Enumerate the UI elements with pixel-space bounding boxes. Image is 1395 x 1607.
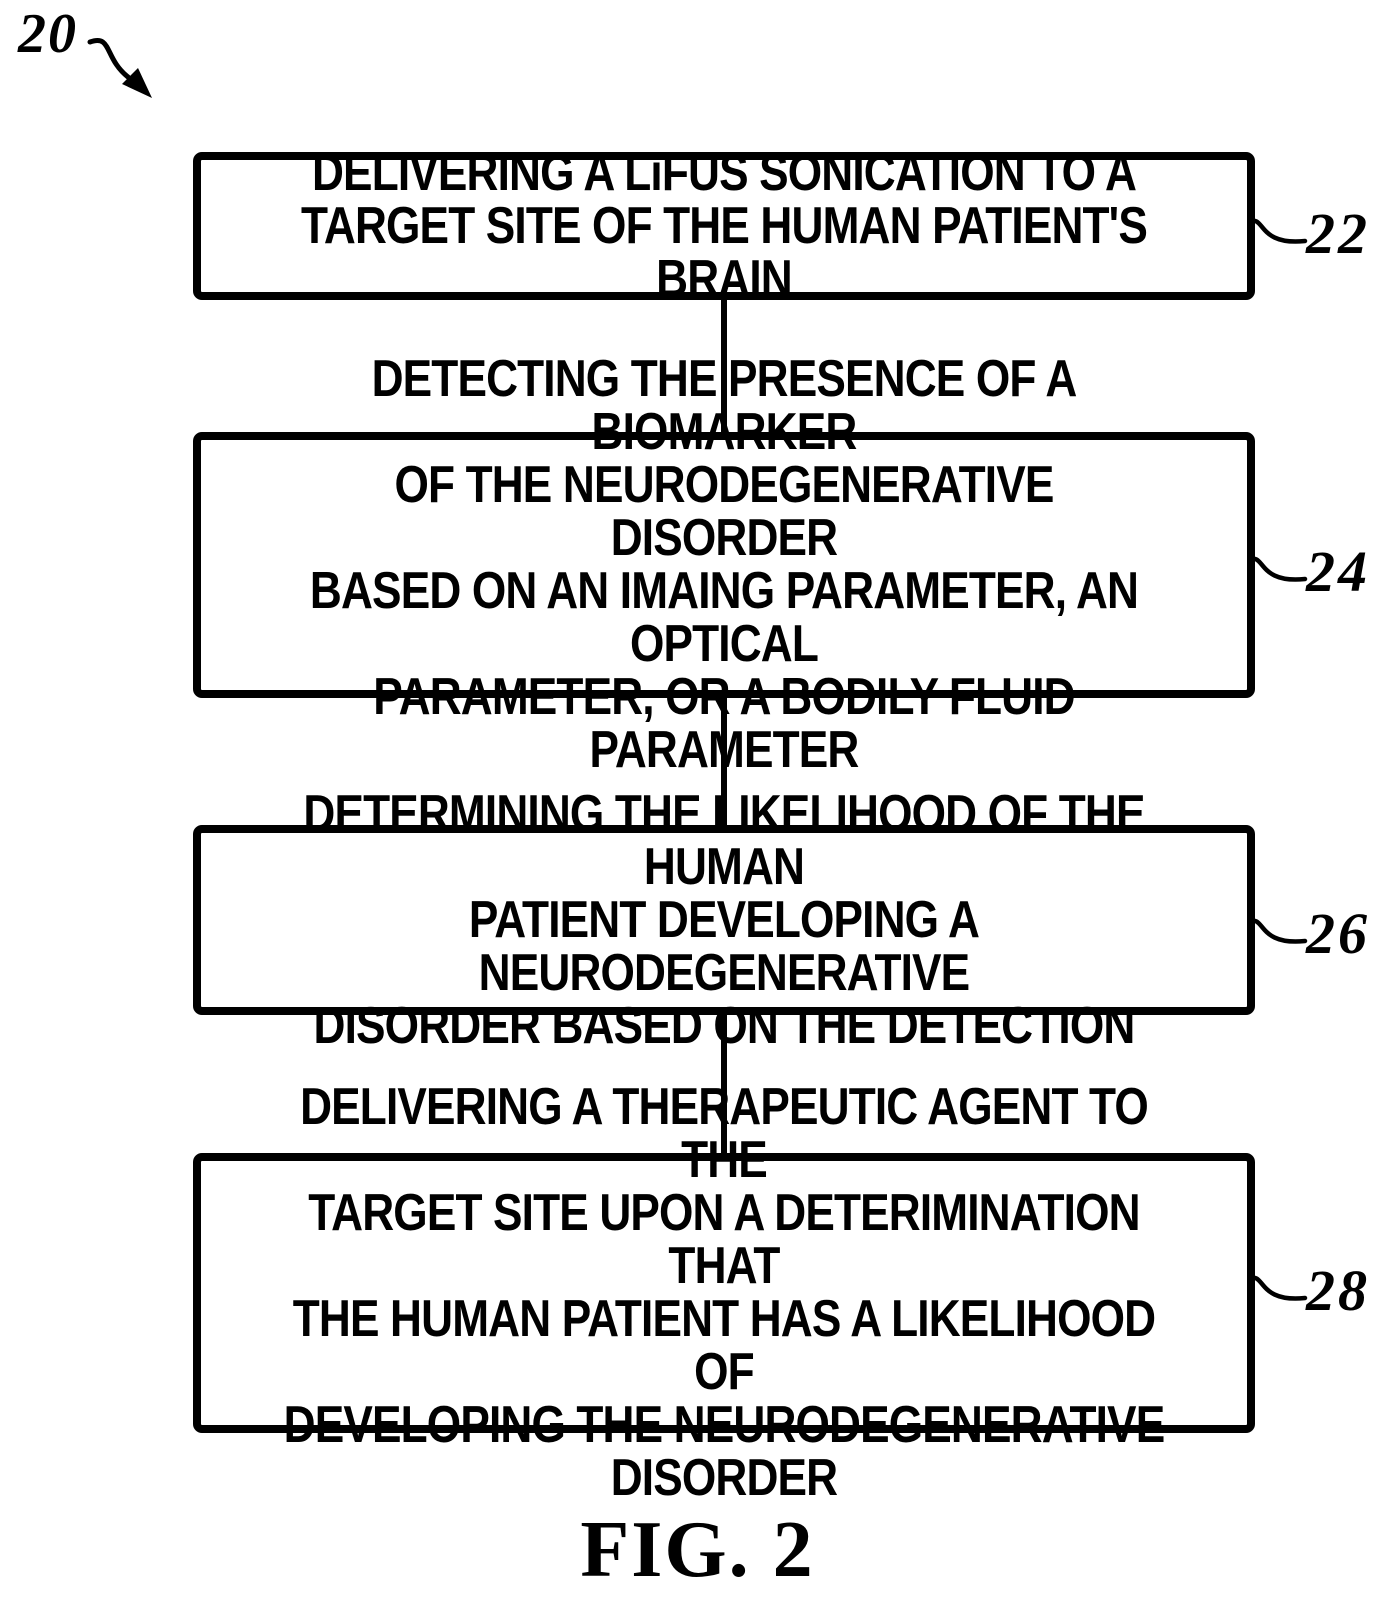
leader-line-icon xyxy=(1247,556,1308,582)
flow-step-ref-label: 28 xyxy=(1306,1258,1370,1323)
leader-line-icon xyxy=(1247,918,1308,944)
flow-step-ref-label: 24 xyxy=(1306,539,1370,604)
flow-step-ref-label: 22 xyxy=(1306,201,1370,266)
connector-line xyxy=(721,295,727,435)
figure-caption: FIG. 2 xyxy=(580,1506,815,1594)
figure-reference-label: 20 xyxy=(18,3,78,65)
flow-step-text: DELIVERING A LiFUS SONICATION TO A TARGE… xyxy=(301,143,1148,308)
flow-step-box-28: DELIVERING A THERAPEUTIC AGENT TO THE TA… xyxy=(193,1081,1255,1505)
reference-arrow-icon xyxy=(87,37,152,98)
flow-step-ref-label: 26 xyxy=(1306,901,1370,966)
flow-step-box-24: DETECTING THE PRESENCE OF A BIOMARKER OF… xyxy=(193,353,1255,777)
flow-step-box-22: DELIVERING A LiFUS SONICATION TO A TARGE… xyxy=(193,146,1255,305)
flow-step-text: DETECTING THE PRESENCE OF A BIOMARKER OF… xyxy=(309,350,1139,777)
flow-step-box-26: DETERMINING THE LIKELIHOOD OF THE HUMAN … xyxy=(193,787,1255,1052)
leader-line-icon xyxy=(1247,1275,1308,1301)
flow-step-text: DELIVERING A THERAPEUTIC AGENT TO THE TA… xyxy=(283,1078,1166,1507)
connector-line xyxy=(721,693,727,828)
flow-step-text: DETERMINING THE LIKELIHOOD OF THE HUMAN … xyxy=(303,784,1145,1055)
leader-line-icon xyxy=(1247,218,1308,244)
connector-line xyxy=(721,1010,727,1156)
